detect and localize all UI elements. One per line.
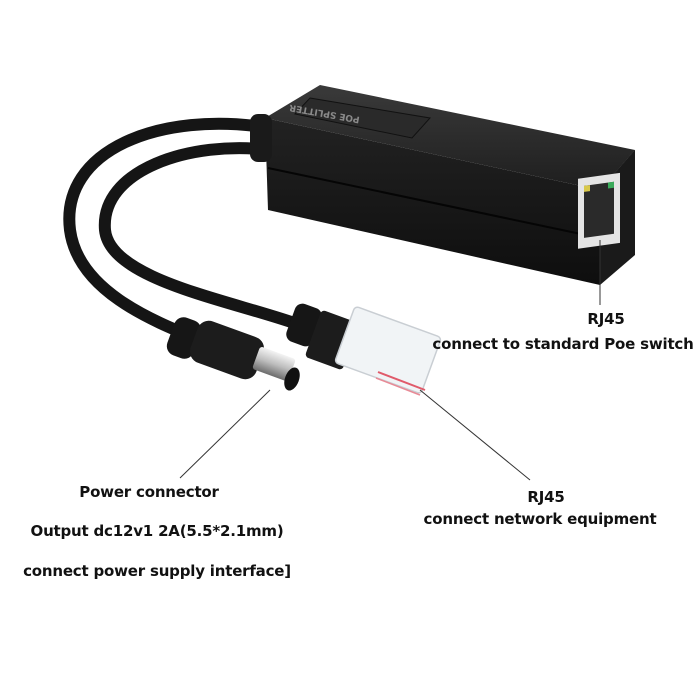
rj45-device-title: RJ45 (527, 488, 565, 506)
power-connector-spec: Output dc12v1 2A(5.5*2.1mm) (30, 522, 284, 540)
rj45-switch-title: RJ45 (587, 310, 625, 328)
power-connector-description: connect power supply interface] (23, 562, 291, 580)
callout-lines (179, 240, 601, 481)
splitter-body: POE SPLITTER (250, 85, 635, 285)
rj45-switch-description: connect to standard Poe switch (432, 335, 694, 353)
power-connector-title: Power connector (79, 483, 219, 501)
rj45-port-icon (578, 172, 620, 249)
rj45-plug (286, 303, 442, 396)
rj45-device-description: connect network equipment (423, 510, 657, 528)
dc-power-plug (166, 317, 300, 391)
cables (63, 117, 306, 346)
